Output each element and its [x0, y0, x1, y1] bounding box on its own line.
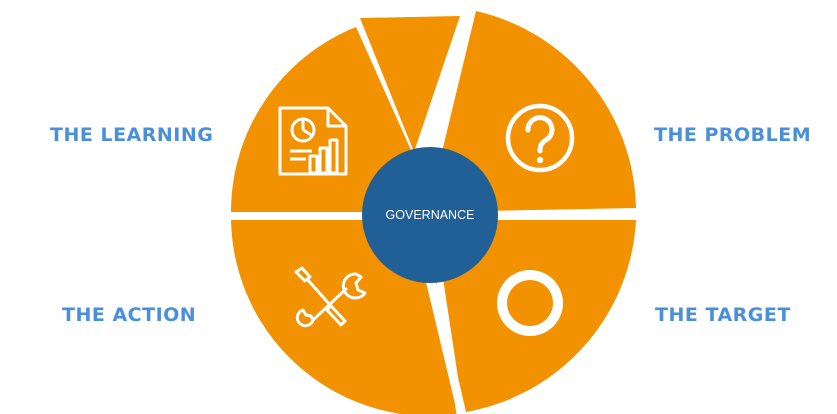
wrench-screwdriver-icon: [294, 266, 367, 328]
label-the-problem: THE PROBLEM: [654, 124, 812, 146]
ring-target-icon: [497, 270, 563, 336]
report-chart-icon: [278, 106, 348, 176]
label-the-target: THE TARGET: [655, 304, 791, 326]
label-the-action: THE ACTION: [62, 304, 197, 326]
question-mark-icon: [505, 103, 575, 173]
segment-top-wedge: [360, 16, 460, 152]
governance-hub: [362, 147, 498, 283]
segment-problem: [430, 11, 636, 212]
label-the-learning: THE LEARNING: [50, 124, 214, 146]
